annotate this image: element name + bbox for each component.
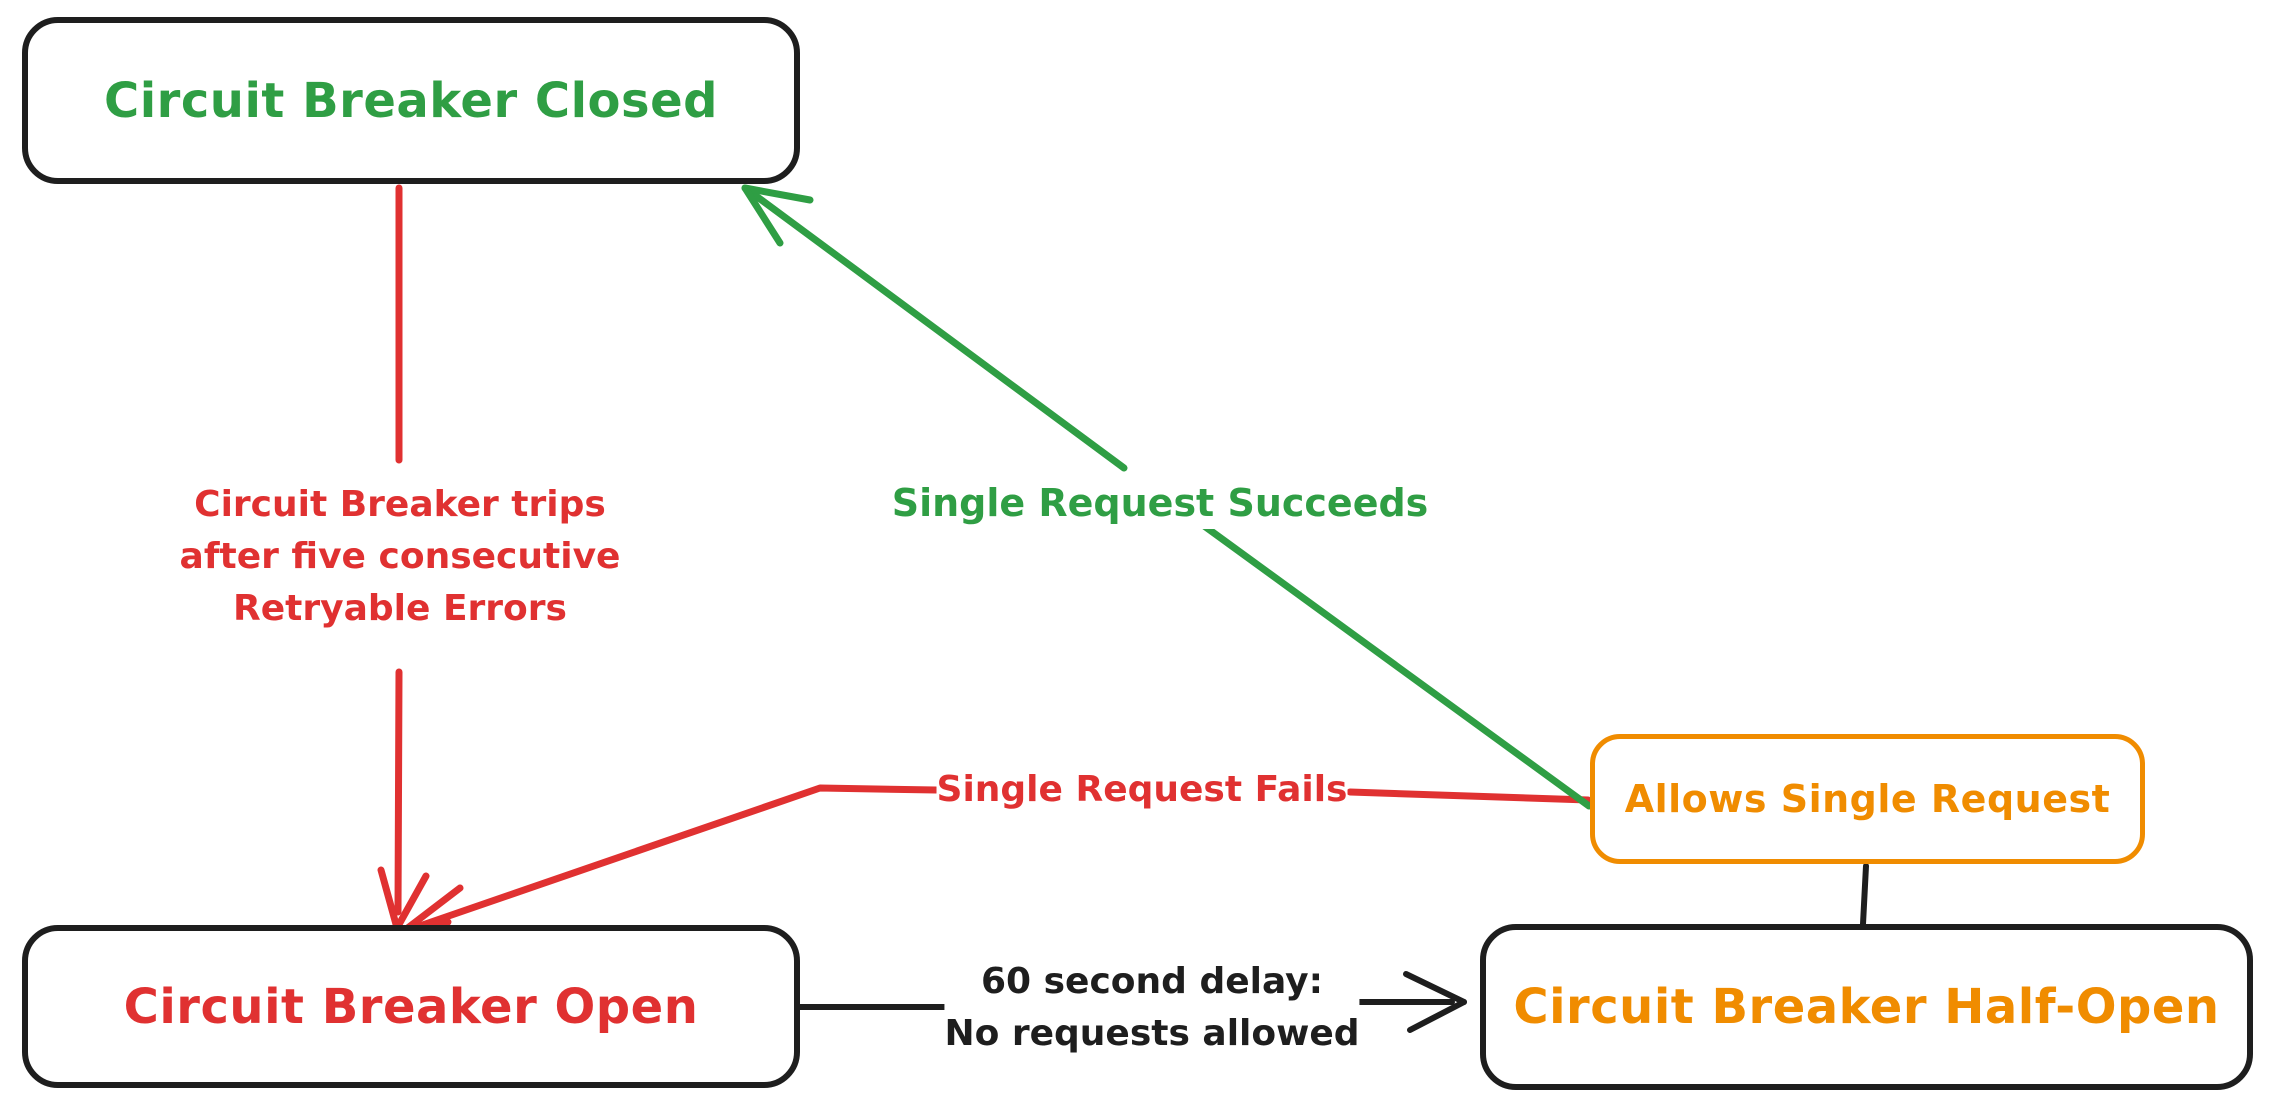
edge-fail-line	[401, 784, 1592, 934]
node-circuit-breaker-closed: Circuit Breaker Closed	[22, 17, 800, 184]
succeed-arrowhead-icon	[741, 184, 814, 247]
edge-label-trip-line3: Retryable Errors	[233, 588, 567, 629]
edge-label-delay-line2: No requests allowed	[944, 1013, 1360, 1054]
edge-probe-link-line	[1860, 863, 1869, 927]
delay-arrowhead-icon	[1403, 971, 1467, 1033]
edge-label-delay-line1: 60 second delay:	[980, 961, 1324, 1002]
node-allows-single-request: Allows Single Request	[1590, 734, 2145, 864]
edge-succeed-arrow	[741, 184, 1593, 810]
edge-label-succeed: Single Request Succeeds	[891, 477, 1429, 529]
edge-delay-arrow	[797, 971, 1467, 1033]
node-circuit-breaker-open: Circuit Breaker Open	[22, 925, 800, 1088]
edge-label-trip-line2: after five consecutive	[179, 536, 621, 577]
edge-label-trip: Circuit Breaker trips after five consecu…	[179, 479, 621, 635]
edge-trip-arrow	[377, 184, 430, 932]
trip-arrowhead-icon	[377, 866, 430, 932]
node-label-closed: Circuit Breaker Closed	[104, 72, 718, 129]
node-circuit-breaker-half-open: Circuit Breaker Half-Open	[1480, 924, 2253, 1090]
edge-label-delay: 60 second delay: No requests allowed	[944, 956, 1360, 1060]
node-label-open: Circuit Breaker Open	[123, 978, 699, 1035]
edge-label-trip-line1: Circuit Breaker trips	[194, 484, 606, 525]
node-label-half-open: Circuit Breaker Half-Open	[1513, 979, 2220, 1035]
node-label-allows: Allows Single Request	[1624, 777, 2111, 821]
edge-label-fail: Single Request Fails	[936, 764, 1348, 816]
